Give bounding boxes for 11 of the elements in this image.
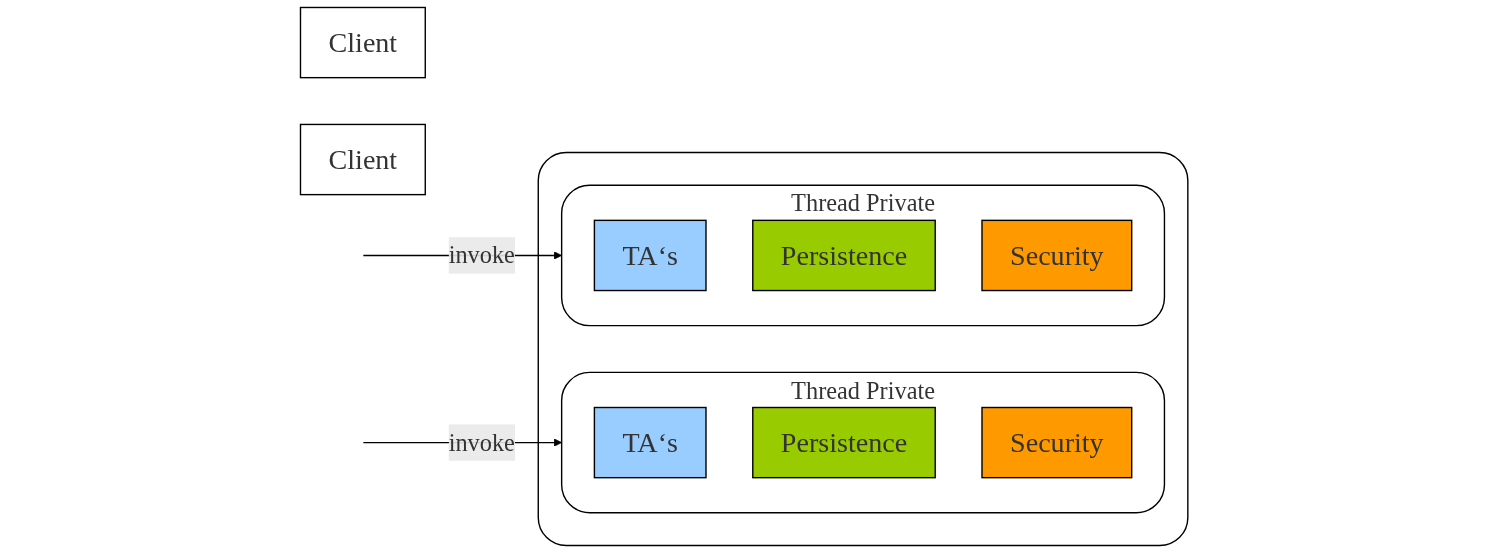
node-box: TA‘s bbox=[593, 219, 707, 292]
edge-label: invoke bbox=[448, 241, 515, 270]
cluster bbox=[537, 151, 1189, 547]
node-box: Security bbox=[981, 406, 1133, 479]
node-box: Persistence bbox=[751, 219, 936, 292]
node-box: Client bbox=[299, 6, 426, 79]
node-box: TA‘s bbox=[593, 406, 707, 479]
node-box: Persistence bbox=[751, 406, 936, 479]
node-box: Client bbox=[299, 123, 426, 196]
edge-label: invoke bbox=[448, 429, 515, 457]
node-box: Security bbox=[981, 219, 1133, 292]
